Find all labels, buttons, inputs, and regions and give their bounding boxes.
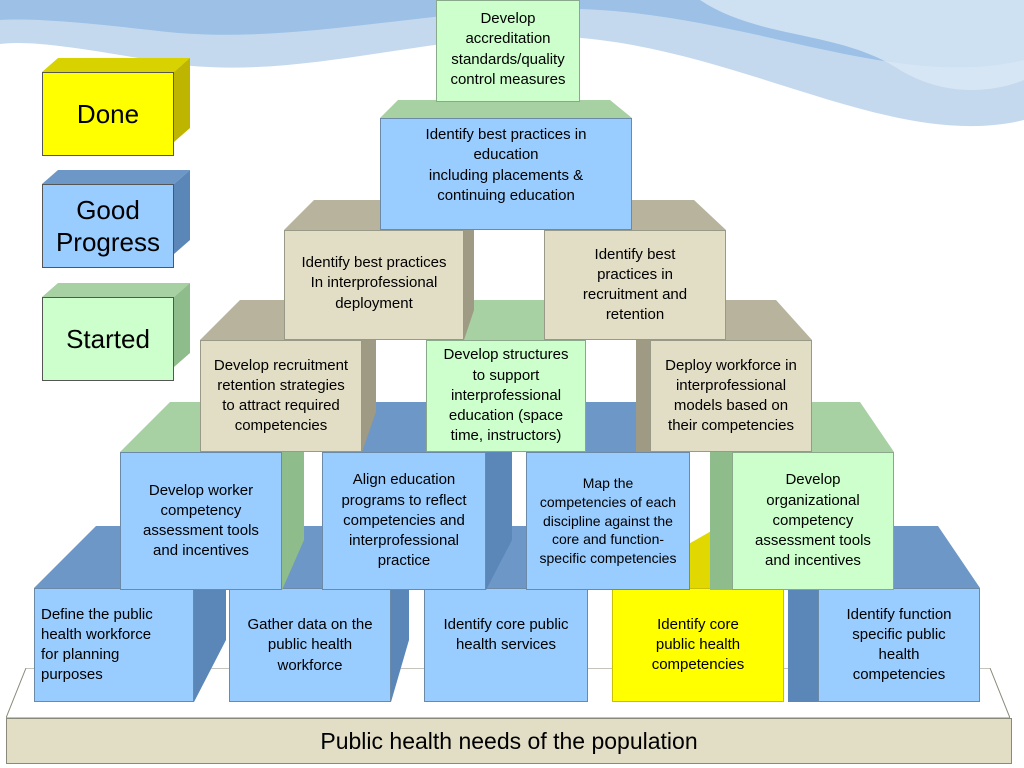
block-best-practices-interprofessional: Identify best practices In interprofessi… — [284, 200, 474, 340]
block-accreditation: Develop accreditation standards/quality … — [436, 0, 580, 102]
legend-started-top — [42, 283, 190, 297]
block-function-competencies: Identify function specific public health… — [788, 526, 980, 702]
block-function-competencies-text: Identify function specific public health… — [818, 588, 980, 702]
legend-started: Started — [42, 283, 190, 381]
legend-started-label: Started — [42, 297, 174, 381]
block-recruitment-strategies-text: Develop recruitment retention strategies… — [200, 340, 362, 452]
block-best-practices-recruitment-text: Identify best practices in recruitment a… — [544, 230, 726, 340]
header-wave-decoration — [0, 0, 1024, 127]
legend-good-progress-label: Good Progress — [42, 184, 174, 268]
legend-good-progress-side — [174, 170, 190, 254]
block-best-practices-education-text: Identify best practices in education inc… — [380, 118, 632, 230]
legend-good-progress-top — [42, 170, 190, 184]
block-align-education-text: Align education programs to reflect comp… — [322, 452, 486, 590]
base-slab: Public health needs of the population — [6, 718, 1012, 764]
block-map-competencies-text: Map the competencies of each discipline … — [526, 452, 690, 590]
block-define-workforce: Define the public health workforce for p… — [34, 526, 226, 702]
legend-done-side — [174, 58, 190, 142]
block-structures-ipe-text: Develop structures to support interprofe… — [426, 340, 586, 452]
block-gather-data-text: Gather data on the public health workfor… — [229, 588, 391, 702]
block-best-practices-interprofessional-text: Identify best practices In interprofessi… — [284, 230, 464, 340]
block-accreditation-text: Develop accreditation standards/quality … — [436, 0, 580, 102]
block-best-practices-education: Identify best practices in education inc… — [380, 100, 632, 230]
legend-good-progress: Good Progress — [42, 170, 190, 268]
block-core-competencies-text: Identify core public health competencies — [612, 588, 784, 702]
block-structures-ipe: Develop structures to support interprofe… — [426, 300, 590, 452]
legend-done-label: Done — [42, 72, 174, 156]
legend-started-side — [174, 283, 190, 367]
block-deploy-workforce: Deploy workforce in interprofessional mo… — [636, 300, 812, 452]
legend-done: Done — [42, 58, 190, 156]
block-core-services-text: Identify core public health services — [424, 588, 588, 702]
block-deploy-workforce-text: Deploy workforce in interprofessional mo… — [650, 340, 812, 452]
block-worker-assessment-text: Develop worker competency assessment too… — [120, 452, 282, 590]
base-label: Public health needs of the population — [320, 728, 698, 754]
legend-done-top — [42, 58, 190, 72]
block-define-workforce-text: Define the public health workforce for p… — [34, 588, 194, 702]
block-org-assessment-text: Develop organizational competency assess… — [732, 452, 894, 590]
